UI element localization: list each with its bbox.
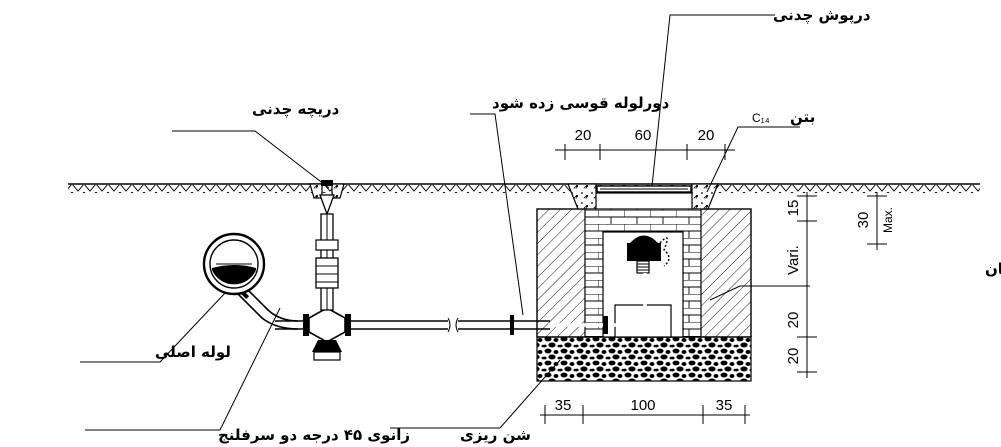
leader-lines	[80, 14, 810, 431]
dim-right-max: Max.	[881, 207, 895, 233]
label-concrete: بتن	[790, 108, 815, 126]
dim-bottom-mid: 100	[630, 397, 655, 414]
dim-right-20a: 20	[785, 312, 802, 329]
label-cast-iron-valve: دریچه چدنی	[252, 100, 340, 119]
label-concrete-grade: C₁₄	[752, 111, 770, 125]
ground-surface	[68, 183, 980, 193]
dim-bottom-right: 35	[716, 397, 733, 414]
dimension-lines	[540, 144, 887, 424]
dim-right-vari: Vari.	[785, 245, 802, 275]
label-cast-iron-cover: درپوش چدنی	[773, 6, 871, 25]
valve-chamber	[536, 183, 752, 382]
dim-bottom-left: 35	[555, 397, 572, 414]
dim-right-20b: 20	[785, 348, 802, 365]
dim-top-left: 20	[575, 127, 592, 144]
dim-right-30: 30	[855, 212, 872, 229]
dim-top-mid: 60	[635, 127, 652, 144]
label-gravel-bed: شن ریزی	[460, 426, 531, 444]
label-main-pipe: لوله اصلی	[155, 343, 231, 361]
dim-right-15: 15	[785, 200, 802, 217]
main-pipe-section	[202, 232, 266, 296]
dim-top-right: 20	[698, 127, 715, 144]
label-elbow-45: زانوی ۴۵ درجه دو سرفلنج	[218, 426, 410, 444]
label-asphalt-pipe: دورلوله قوسی زده شود	[492, 94, 670, 112]
gate-valve-icon	[303, 180, 351, 361]
label-brickwork: آجرکاری با ملات ماسه سیمان	[985, 260, 1001, 278]
chamber-valve-icon	[627, 235, 670, 274]
